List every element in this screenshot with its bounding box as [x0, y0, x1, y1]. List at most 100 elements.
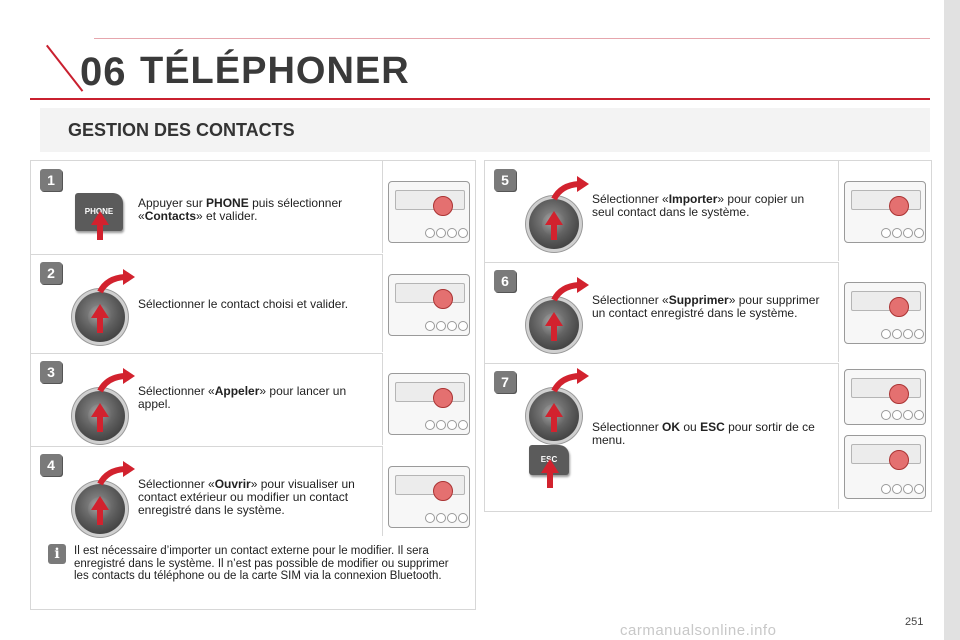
press-arrow-icon-shaft	[97, 416, 103, 432]
page-number: 251	[905, 616, 924, 628]
control-panel-round-button	[425, 420, 435, 430]
press-arrow-icon-shaft	[97, 224, 103, 240]
step-number-badge: 6	[494, 270, 516, 292]
press-arrow-icon-head	[91, 496, 109, 510]
control-panel-round-button	[425, 228, 435, 238]
control-panel-buttons	[395, 283, 465, 303]
press-arrow-icon-head	[91, 304, 109, 318]
header-rule	[30, 98, 930, 100]
instruction-keyword: Importer	[668, 192, 718, 206]
control-panel-bottom-round-button	[903, 484, 913, 494]
instruction-text: pour sortir de ce menu.	[592, 420, 815, 447]
chapter-title: TÉLÉPHONER	[140, 50, 410, 92]
control-panel-bottom-round-button	[914, 484, 924, 494]
rotate-arrow-icon	[97, 461, 135, 486]
instruction-text: puis sélectionner «	[138, 196, 343, 223]
control-panel-round-button	[458, 420, 468, 430]
step-4	[30, 446, 474, 537]
step-instruction: Sélectionner «Supprimer» pour supprimer …	[592, 294, 828, 320]
press-arrow-icon-shaft	[551, 416, 557, 432]
instruction-keyword: ESC	[700, 420, 725, 434]
control-panel-dial	[433, 388, 453, 408]
section-title: GESTION DES CONTACTS	[68, 120, 295, 140]
instruction-text: Sélectionner «	[138, 477, 215, 491]
control-panel-round-button	[458, 228, 468, 238]
control-panel-top	[844, 369, 926, 425]
control-panel	[388, 181, 470, 243]
control-panel-round-button	[436, 321, 446, 331]
control-panel-round-button	[881, 329, 891, 339]
control-panel-dial	[433, 289, 453, 309]
control-panel-bottom-round-button	[881, 484, 891, 494]
control-panel-round-button	[903, 228, 913, 238]
control-panel-round-button	[903, 329, 913, 339]
control-panel-buttons	[851, 190, 921, 210]
step-instruction: Sélectionner «Ouvrir» pour visualiser un…	[138, 478, 374, 517]
instruction-text: Appuyer sur	[138, 196, 207, 210]
step-number-badge: 5	[494, 169, 516, 191]
step-number-badge: 1	[40, 169, 62, 191]
instruction-text: Sélectionner «	[138, 384, 215, 398]
step-instruction: Sélectionner «Importer» pour copier un s…	[592, 193, 828, 219]
rotate-arrow-icon	[97, 269, 135, 294]
rotate-arrow-icon	[551, 176, 589, 201]
instruction-text: Sélectionner	[592, 420, 663, 434]
control-panel	[844, 181, 926, 243]
step-2	[30, 254, 474, 353]
instruction-keyword: OK	[662, 420, 681, 434]
control-panel-round-button	[436, 228, 446, 238]
control-panel-bottom-round-button	[892, 484, 902, 494]
instruction-keyword: PHONE	[206, 196, 249, 210]
press-arrow-icon-shaft	[551, 224, 557, 240]
chapter-number: 06	[80, 50, 127, 94]
step-instruction: Sélectionner OK ou ESC pour sortir de ce…	[592, 421, 828, 447]
control-panel-buttons	[851, 291, 921, 311]
rotate-arrow-icon	[551, 368, 589, 393]
info-note: Il est nécessaire d’importer un contact …	[74, 545, 449, 582]
control-panel-round-button	[447, 420, 457, 430]
control-panel-round-button	[892, 228, 902, 238]
instruction-keyword: Ouvrir	[214, 477, 251, 491]
watermark: carmanualsonline.info	[620, 622, 777, 639]
info-icon: i	[48, 544, 66, 564]
control-panel-bottom-buttons	[851, 444, 921, 464]
instruction-keyword: Supprimer	[668, 293, 729, 307]
control-panel-bottom	[844, 435, 926, 499]
press-arrow-icon-head	[545, 312, 563, 326]
instruction-text: » pour copier un seul contact dans le sy…	[592, 192, 805, 219]
press-arrow-icon-shaft	[97, 509, 103, 525]
instruction-text: Sélectionner le contact choisi et valide…	[138, 297, 349, 311]
control-panel-round-button	[436, 420, 446, 430]
control-panel-buttons	[395, 190, 465, 210]
press-arrow-icon-head	[545, 211, 563, 225]
control-panel-top-round-button	[892, 410, 902, 420]
step-number-badge: 3	[40, 361, 62, 383]
step-6	[484, 262, 930, 363]
step-7	[484, 363, 930, 510]
control-panel-top-dial	[889, 384, 909, 404]
control-panel-round-button	[447, 321, 457, 331]
control-panel-top-buttons	[851, 378, 921, 398]
step-3	[30, 353, 474, 446]
control-panel-top-round-button	[903, 410, 913, 420]
instruction-text: » et valider.	[196, 209, 258, 223]
control-panel-round-button	[914, 329, 924, 339]
step-instruction: Appuyer sur PHONE puis sélectionner «Con…	[138, 197, 374, 223]
step-number-badge: 4	[40, 454, 62, 476]
step-instruction: Sélectionner le contact choisi et valide…	[138, 298, 374, 311]
rotate-arrow-icon	[97, 368, 135, 393]
control-panel-round-button	[436, 513, 446, 523]
instruction-keyword: Contacts	[144, 209, 197, 223]
step-number-badge: 2	[40, 262, 62, 284]
control-panel-round-button	[425, 513, 435, 523]
instruction-text: » pour lancer un appel.	[138, 384, 347, 411]
esc-press-arrow-icon-head	[541, 459, 559, 473]
instruction-text: Sélectionner «	[592, 293, 669, 307]
control-panel	[388, 274, 470, 336]
chapter-header: 06 TÉLÉPHONER	[30, 38, 930, 106]
header-diagonal-rule	[46, 44, 84, 92]
control-panel-round-button	[447, 513, 457, 523]
control-panel-round-button	[892, 329, 902, 339]
control-panel-round-button	[881, 228, 891, 238]
step-instruction: Sélectionner «Appeler» pour lancer un ap…	[138, 385, 374, 411]
